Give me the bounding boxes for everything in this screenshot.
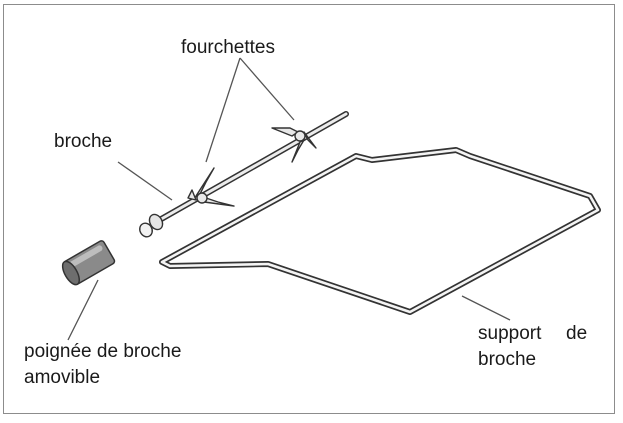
spit-leader bbox=[117, 161, 173, 201]
spit-end-collar bbox=[148, 213, 164, 231]
diagram-frame bbox=[3, 4, 615, 414]
fork-left-prong-lower bbox=[203, 197, 235, 207]
forks-leader-right bbox=[239, 57, 295, 121]
leader-lines bbox=[67, 57, 511, 341]
forks-leader-left bbox=[205, 57, 241, 163]
fork-right-prong-upper bbox=[271, 127, 299, 137]
spit-rod bbox=[139, 111, 349, 238]
forks-label: fourchettes bbox=[181, 37, 275, 58]
spit-label: broche bbox=[54, 131, 113, 152]
fork-right bbox=[271, 127, 317, 163]
handle-highlight bbox=[68, 245, 103, 268]
support-label-line2: broche bbox=[478, 349, 537, 370]
fork-left-hub bbox=[196, 192, 208, 204]
support-label-line1: support bbox=[478, 323, 542, 344]
fork-left bbox=[187, 167, 235, 207]
fork-right-prong-front bbox=[303, 131, 317, 149]
handle-end-face bbox=[61, 260, 81, 286]
spit-rod-fill bbox=[154, 112, 348, 224]
removable-spit-handle bbox=[61, 240, 116, 286]
handle-label-line1: poignée de broche bbox=[24, 341, 182, 362]
spit-support-frame bbox=[159, 147, 601, 315]
handle-leader bbox=[67, 279, 99, 341]
support-frame-outer bbox=[159, 147, 601, 315]
support-label-de: de bbox=[566, 323, 588, 344]
support-leader bbox=[461, 295, 511, 321]
handle-label-line2: amovible bbox=[24, 367, 101, 388]
spit-end-cap bbox=[139, 222, 153, 238]
fork-right-hub bbox=[294, 130, 306, 142]
support-frame-inner bbox=[160, 148, 600, 314]
fork-left-prong-back bbox=[187, 189, 197, 201]
